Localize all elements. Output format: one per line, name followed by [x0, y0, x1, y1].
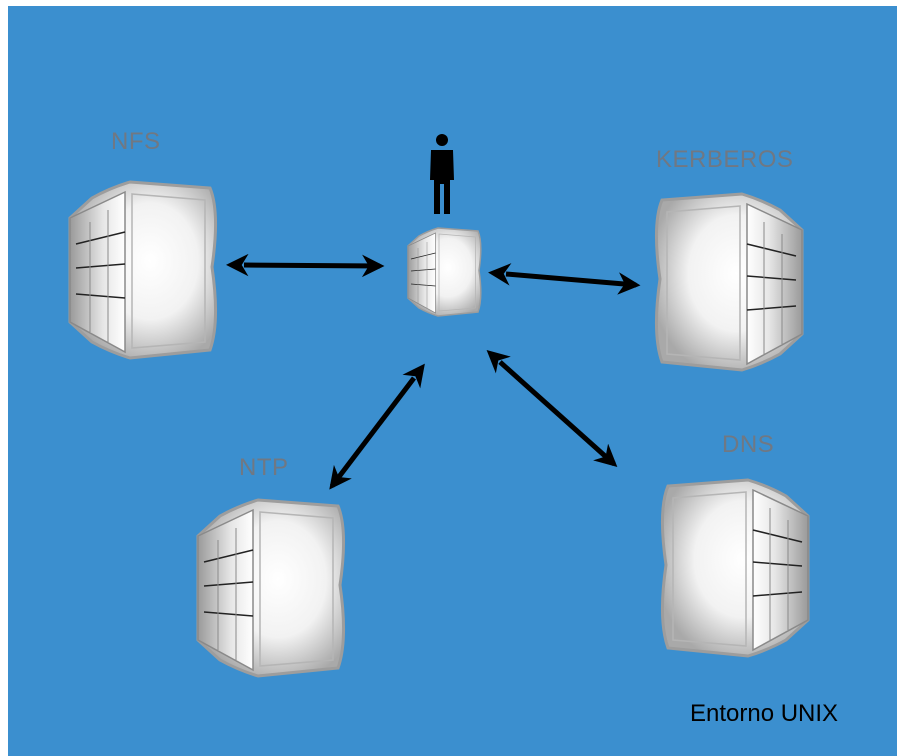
server-icon-kerberos: [654, 192, 804, 372]
client-server-icon: [407, 227, 482, 317]
arrow-client-ntp: [329, 363, 425, 490]
user-icon: [430, 134, 454, 214]
diagram-svg: [68, 134, 810, 678]
server-icon-dns: [660, 478, 810, 658]
server-icon-ntp: [196, 498, 346, 678]
node-label-ntp: NTP: [239, 454, 289, 481]
node-label-dns: DNS: [722, 431, 775, 458]
diagram-canvas: NFS KERBEROS NTP DNS Entorno UNIX: [8, 6, 897, 756]
node-label-nfs: NFS: [111, 128, 161, 155]
arrow-client-kerberos: [488, 263, 641, 295]
node-label-kerberos: KERBEROS: [656, 146, 794, 173]
server-icon-nfs: [68, 180, 218, 360]
footer-caption: Entorno UNIX: [690, 700, 839, 727]
arrow-client-dns: [486, 349, 618, 468]
arrow-client-nfs: [226, 253, 385, 278]
